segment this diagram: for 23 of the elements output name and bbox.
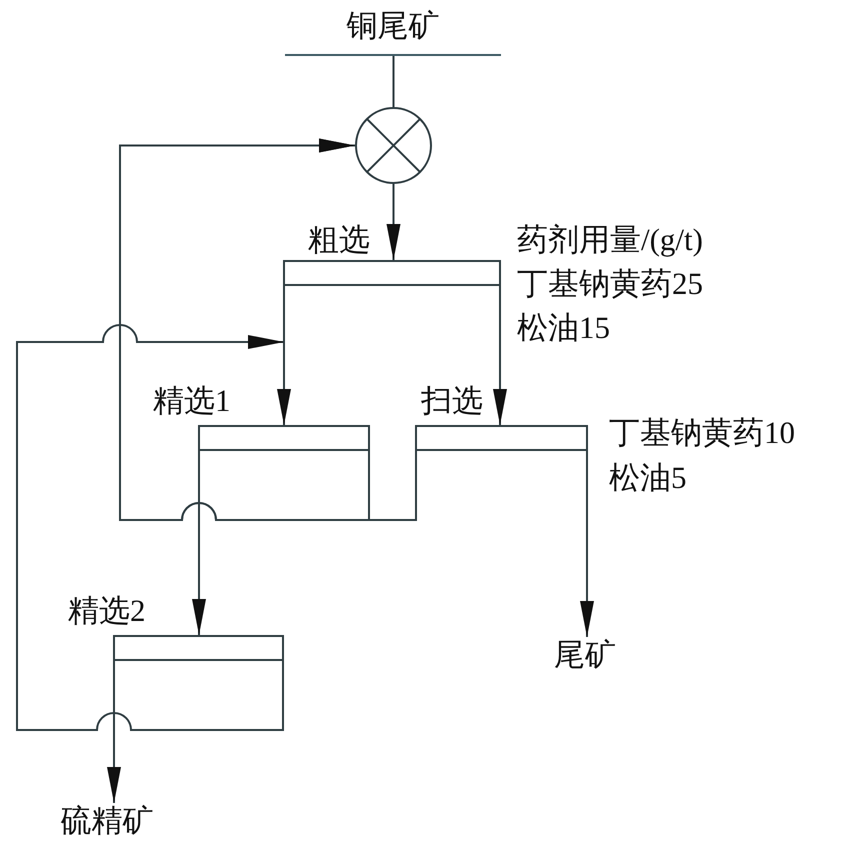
- reagent-dosage: 丁基钠黄药25: [517, 266, 703, 302]
- flow-arrow: [119, 138, 417, 521]
- product-label: 尾矿: [550, 637, 620, 673]
- flow-line: [392, 56, 394, 107]
- flow-arrow: [16, 324, 284, 731]
- stage-label: 粗选: [308, 222, 370, 258]
- flow-arrow: [386, 184, 400, 260]
- reagent-dosage: 丁基钠黄药10: [609, 415, 795, 451]
- reagent-dosage: 松油15: [517, 310, 610, 346]
- stage-label: 扫选: [421, 383, 483, 419]
- flow-arrow: [277, 342, 291, 425]
- dosage-heading: 药剂用量/(g/t): [517, 222, 703, 258]
- flow-arrow: [192, 451, 206, 635]
- product-label: 硫精矿: [57, 803, 157, 839]
- feed-line-label: 铜尾矿: [285, 8, 501, 56]
- flow-arrow: [107, 661, 121, 803]
- flow-arrow: [580, 451, 594, 637]
- flow-arrow: [493, 286, 507, 425]
- stage-label: 精选2: [68, 593, 146, 629]
- mixer-symbol: [355, 107, 432, 184]
- reagent-dosage: 松油5: [609, 460, 686, 496]
- stage-label: 精选1: [153, 383, 230, 419]
- flow-line: [283, 286, 285, 342]
